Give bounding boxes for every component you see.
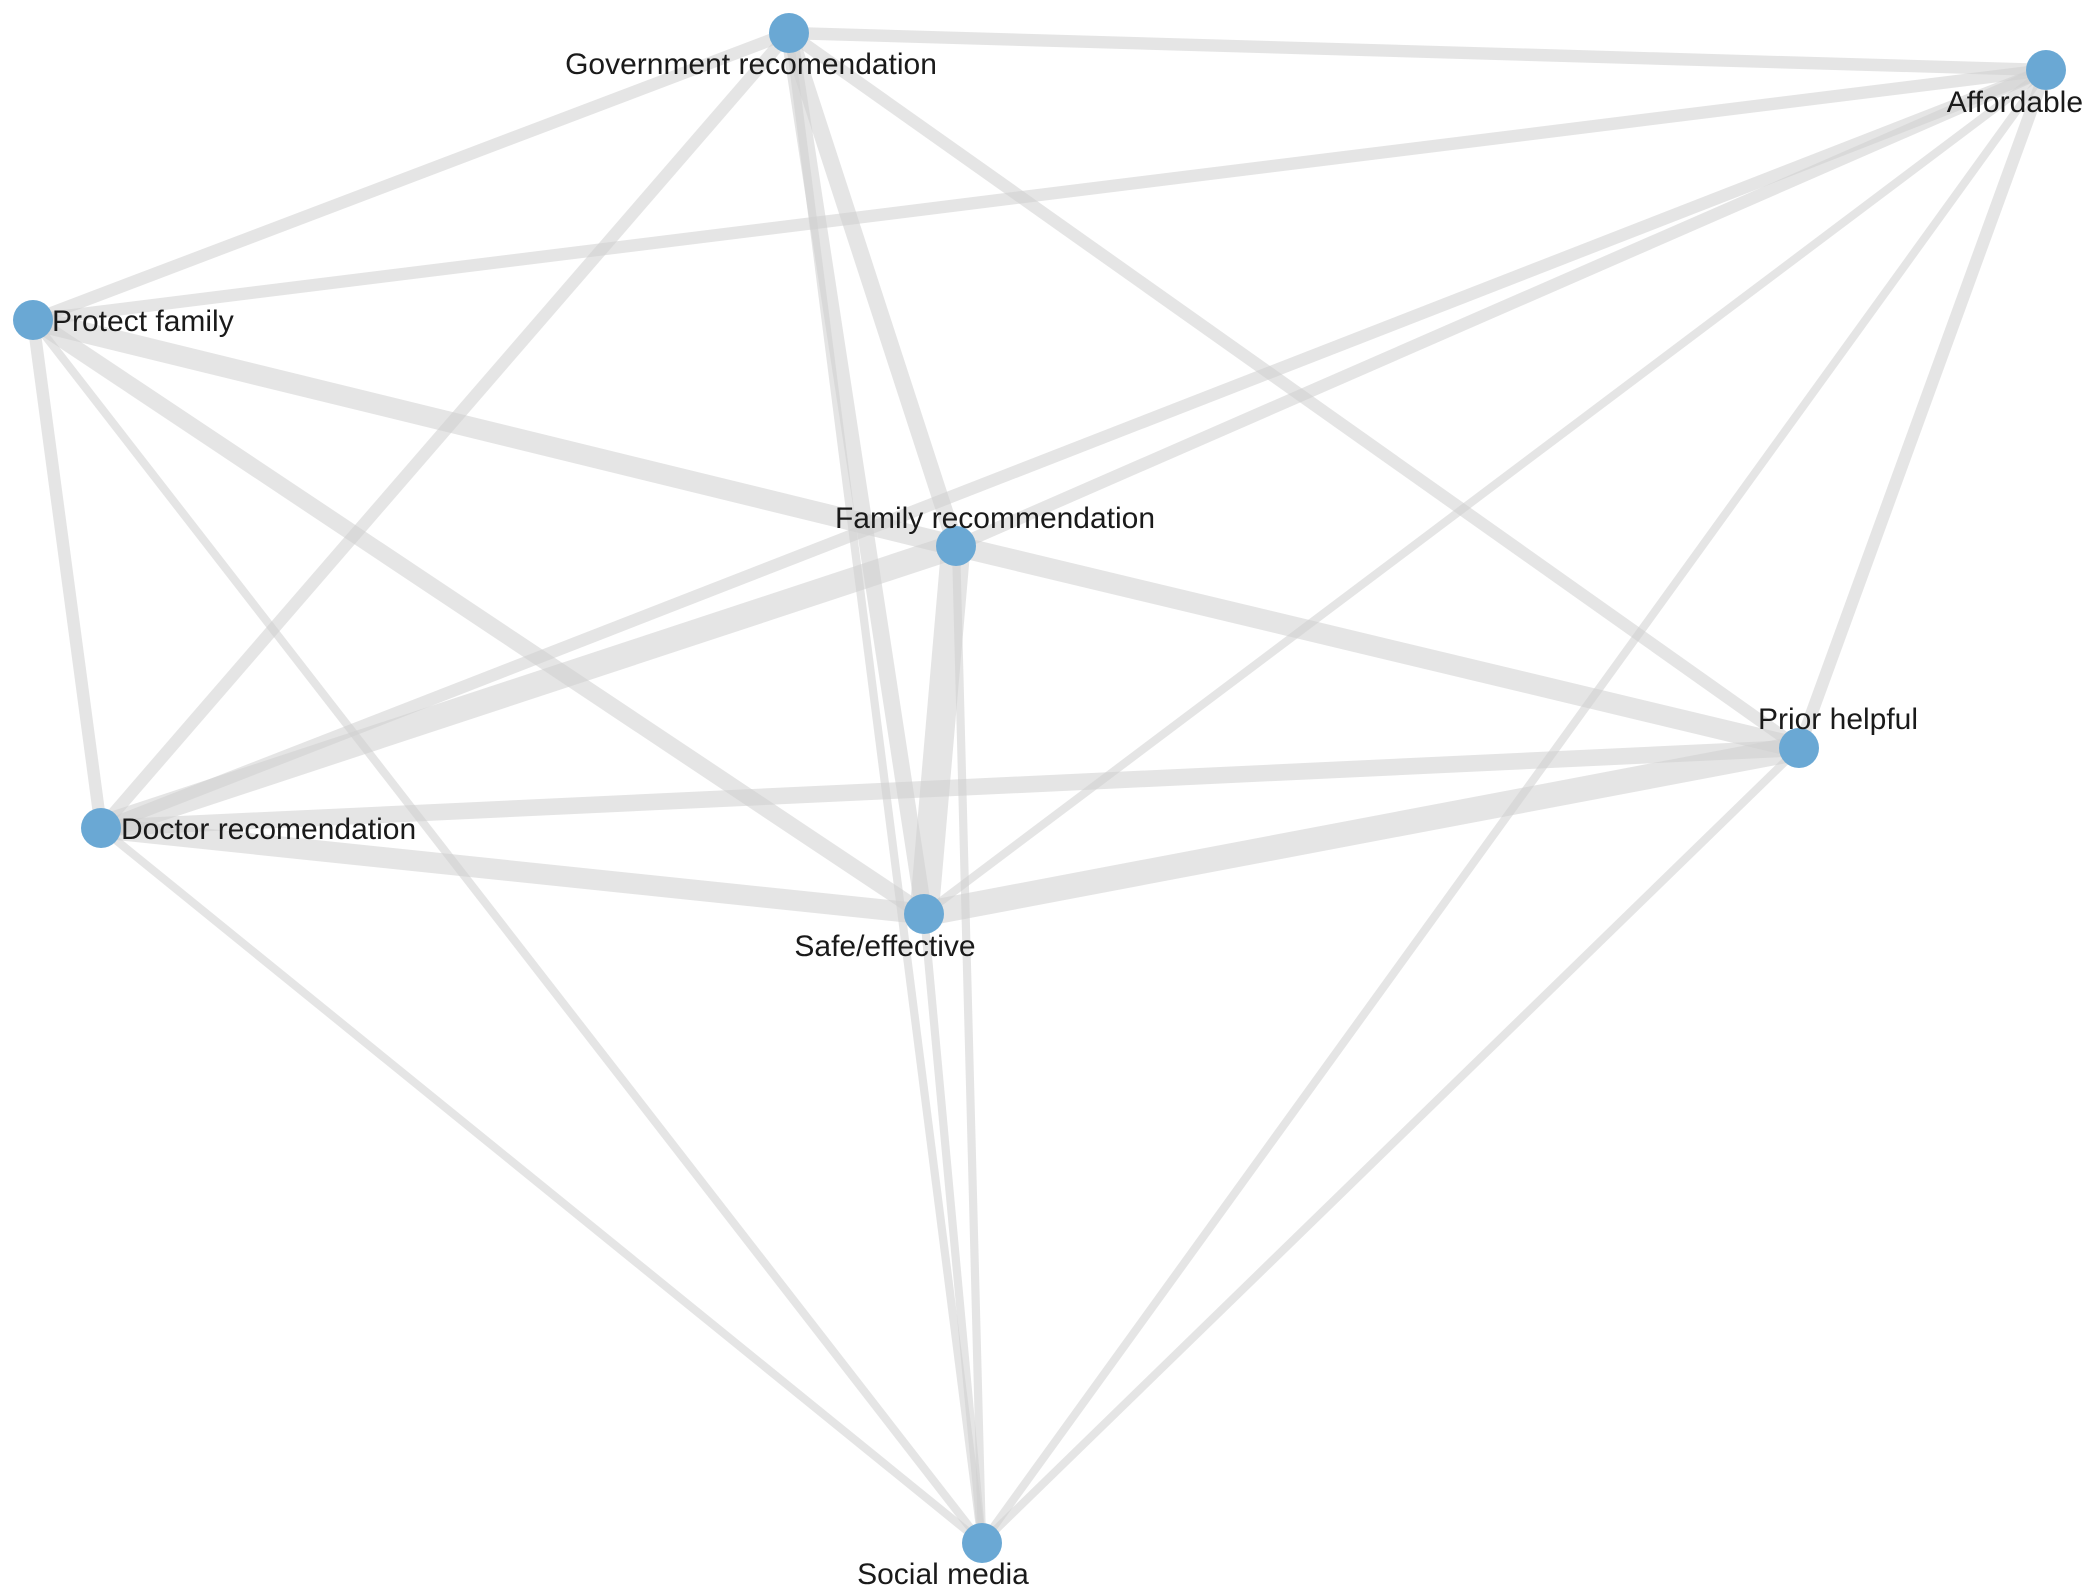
node-family-marker[interactable] bbox=[936, 526, 976, 566]
node-afford[interactable]: Affordable bbox=[1947, 50, 2083, 119]
node-social[interactable]: Social media bbox=[857, 1523, 1029, 1591]
edge-protect-family bbox=[30, 309, 959, 557]
edge-family-safe bbox=[909, 544, 971, 916]
edge-protect-safe bbox=[28, 313, 929, 921]
edge-protect-doctor bbox=[26, 319, 108, 829]
node-gov-marker[interactable] bbox=[769, 13, 809, 53]
edge-gov-prior bbox=[785, 27, 1803, 754]
edge-gov-afford bbox=[788, 26, 2047, 77]
node-prior-marker[interactable] bbox=[1779, 728, 1819, 768]
node-gov[interactable]: Government recomendation bbox=[565, 13, 937, 81]
edge-layer bbox=[26, 26, 2052, 1547]
node-family-label: Family recommendation bbox=[835, 502, 1155, 535]
node-social-label: Social media bbox=[857, 1558, 1029, 1591]
edge-family-social bbox=[951, 545, 987, 1544]
edge-afford-prior bbox=[1793, 67, 2052, 751]
node-doctor-marker[interactable] bbox=[81, 808, 121, 848]
node-doctor-label: Doctor recomendation bbox=[121, 813, 416, 846]
node-social-marker[interactable] bbox=[962, 1523, 1002, 1563]
node-afford-marker[interactable] bbox=[2026, 50, 2066, 90]
edge-prior-safe bbox=[921, 735, 1802, 927]
node-afford-label: Affordable bbox=[1947, 86, 2083, 119]
edge-afford-doctor bbox=[98, 64, 2049, 834]
edge-prior-social bbox=[979, 745, 1802, 1546]
node-gov-label: Government recomendation bbox=[565, 48, 937, 81]
node-family[interactable]: Family recommendation bbox=[835, 502, 1155, 566]
edge-protect-social bbox=[29, 317, 986, 1546]
node-safe-label: Safe/effective bbox=[794, 930, 975, 963]
edge-gov-family bbox=[781, 30, 964, 549]
node-safe[interactable]: Safe/effective bbox=[794, 894, 976, 963]
edge-prior-doctor bbox=[100, 739, 1800, 837]
node-doctor[interactable]: Doctor recomendation bbox=[81, 808, 416, 848]
node-prior-label: Prior helpful bbox=[1758, 703, 1918, 736]
edge-gov-protect bbox=[30, 27, 792, 326]
edge-family-prior bbox=[953, 535, 1802, 759]
node-layer: Government recomendation Affordable Prot… bbox=[13, 13, 2083, 1591]
node-protect-label: Protect family bbox=[52, 305, 234, 338]
node-safe-marker[interactable] bbox=[904, 894, 944, 934]
edge-doctor-safe bbox=[99, 817, 926, 925]
edge-safe-social bbox=[919, 913, 987, 1544]
edge-afford-family bbox=[953, 64, 2049, 552]
node-prior[interactable]: Prior helpful bbox=[1758, 703, 1918, 768]
edge-family-doctor bbox=[97, 534, 960, 840]
node-protect-marker[interactable] bbox=[13, 300, 53, 340]
edge-doctor-social bbox=[98, 824, 985, 1547]
edge-afford-protect bbox=[32, 63, 2047, 327]
node-protect[interactable]: Protect family bbox=[13, 300, 234, 340]
